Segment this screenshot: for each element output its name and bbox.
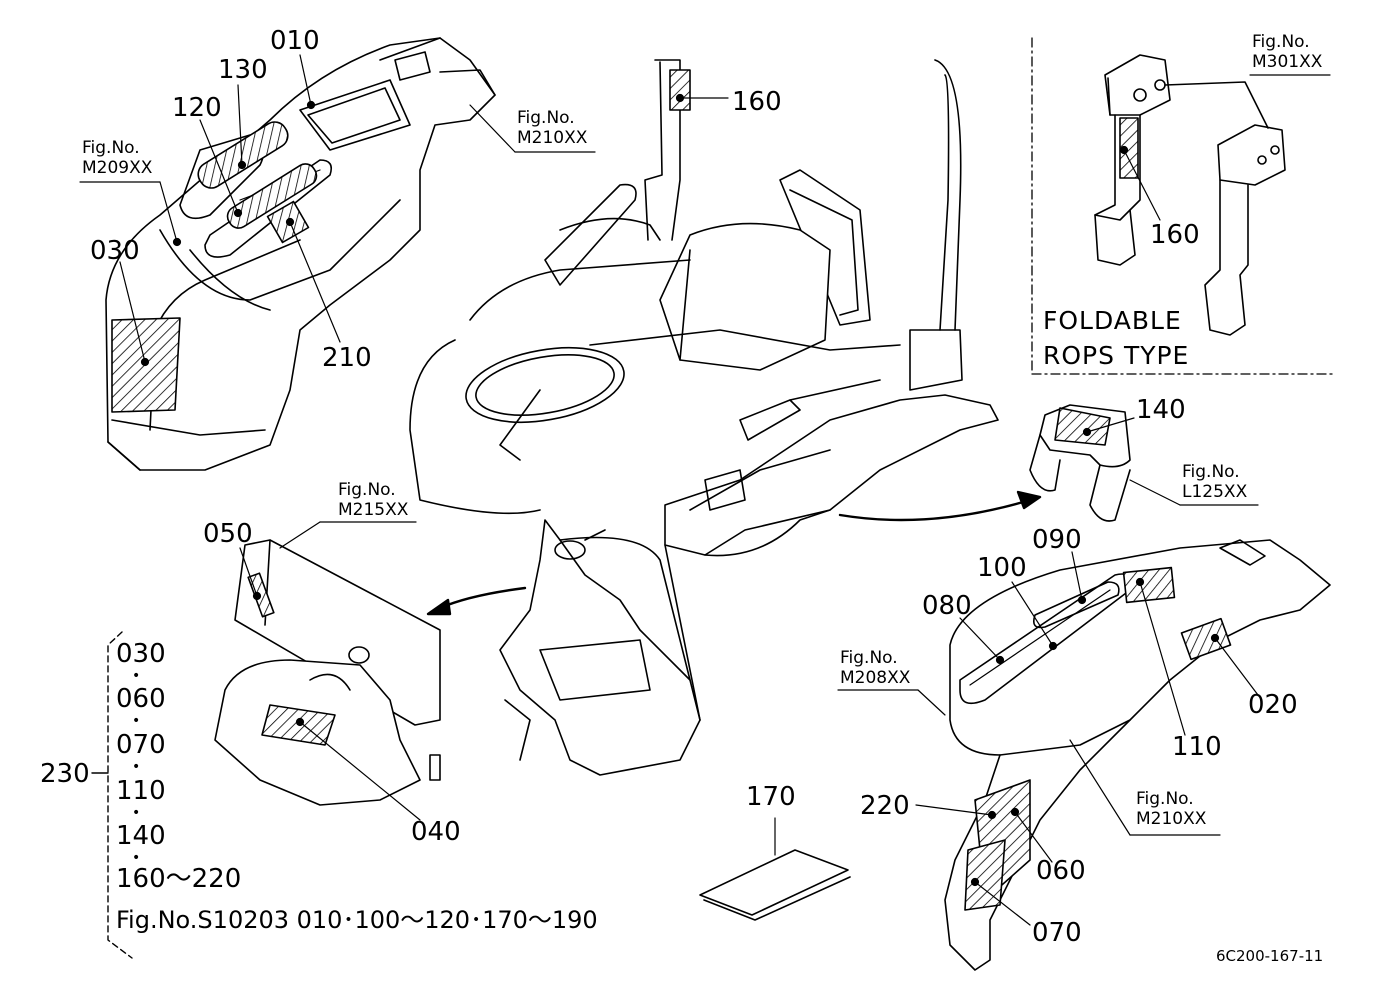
fig-ref-l125: Fig.No.L125XX bbox=[1182, 462, 1248, 502]
left-fender-panel bbox=[105, 37, 496, 471]
tractor-body bbox=[409, 59, 999, 776]
rops-parts bbox=[1094, 54, 1286, 336]
fig-ref-m208: Fig.No.M208XX bbox=[840, 648, 911, 688]
right-fender-panel bbox=[944, 539, 1331, 971]
part-label-060: 060 bbox=[1036, 856, 1086, 886]
drawing-id: 6C200-167-11 bbox=[1216, 947, 1324, 965]
kit-separator: • bbox=[132, 713, 141, 729]
kit-item: 030 bbox=[116, 639, 166, 669]
arrow-left bbox=[426, 586, 527, 616]
rear-cover-panel bbox=[214, 539, 441, 806]
kit-item: 110 bbox=[116, 776, 166, 806]
seat-bracket-140 bbox=[1029, 404, 1131, 522]
kit-separator: • bbox=[132, 759, 141, 775]
kit-reference: Fig.No.S10203 010･100～120･170～190 bbox=[116, 906, 598, 934]
part-label-030: 030 bbox=[90, 236, 140, 266]
part-label-220: 220 bbox=[860, 791, 910, 821]
manual-170 bbox=[699, 849, 851, 921]
kit-item: 060 bbox=[116, 684, 166, 714]
part-label-230: 230 bbox=[40, 759, 90, 789]
kit-item: 070 bbox=[116, 730, 166, 760]
fig-ref-m209: Fig.No.M209XX bbox=[82, 138, 153, 178]
fig-ref-m215: Fig.No.M215XX bbox=[338, 480, 409, 520]
fig-ref-m210-left: Fig.No.M210XX bbox=[517, 108, 588, 148]
rops-inset-frame bbox=[1031, 37, 1337, 375]
part-label-010: 010 bbox=[270, 26, 320, 56]
part-label-020: 020 bbox=[1248, 690, 1298, 720]
part-label-130: 130 bbox=[218, 55, 268, 85]
rops-caption-line2: ROPS TYPE bbox=[1043, 341, 1190, 370]
part-label-070: 070 bbox=[1032, 918, 1082, 948]
arrow-right bbox=[838, 490, 1042, 522]
part-label-110: 110 bbox=[1172, 732, 1222, 762]
kit-separator: • bbox=[132, 850, 141, 866]
kit-item: 160～220 bbox=[116, 864, 242, 894]
part-label-090: 090 bbox=[1032, 525, 1082, 555]
part-label-160-inset: 160 bbox=[1150, 220, 1200, 250]
part-label-040: 040 bbox=[411, 817, 461, 847]
part-label-120: 120 bbox=[172, 93, 222, 123]
list-bracket bbox=[91, 631, 133, 959]
rops-caption-line1: FOLDABLE bbox=[1043, 306, 1182, 335]
kit-separator: • bbox=[132, 805, 141, 821]
part-label-210: 210 bbox=[322, 343, 372, 373]
part-label-170: 170 bbox=[746, 782, 796, 812]
kit-item: 140 bbox=[116, 821, 166, 851]
part-label-050: 050 bbox=[203, 519, 253, 549]
leader-lines bbox=[79, 54, 1331, 926]
kit-separator: • bbox=[132, 668, 141, 684]
part-label-160-main: 160 bbox=[732, 87, 782, 117]
part-label-100: 100 bbox=[977, 553, 1027, 583]
part-label-080: 080 bbox=[922, 591, 972, 621]
part-label-140: 140 bbox=[1136, 395, 1186, 425]
fig-ref-m210-right: Fig.No.M210XX bbox=[1136, 789, 1207, 829]
fig-ref-m301: Fig.No.M301XX bbox=[1252, 32, 1323, 72]
